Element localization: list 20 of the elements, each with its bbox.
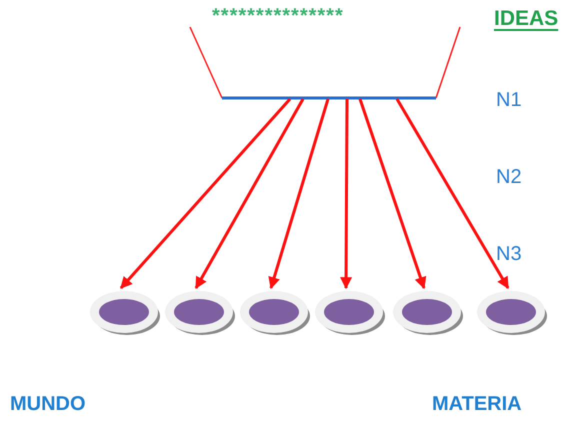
disc-icon <box>392 290 464 336</box>
level-label: N2 <box>496 167 522 187</box>
level-label: N1 <box>496 90 522 110</box>
disc-icon <box>89 290 161 336</box>
arrow <box>396 98 510 290</box>
world-label: MUNDO <box>10 394 86 414</box>
arrow <box>120 98 292 289</box>
level-title: IDEAS <box>494 8 558 29</box>
level-label: N3 <box>496 244 522 264</box>
matter-label: MATERIA <box>432 394 522 414</box>
arrow <box>358 98 426 290</box>
disc-icon <box>476 290 548 336</box>
disc-icon <box>164 290 236 336</box>
arrow <box>340 99 352 290</box>
arrow <box>268 98 330 290</box>
arrow <box>194 98 304 290</box>
disc-icon <box>239 290 311 336</box>
asterisk-row: *************** <box>212 6 344 26</box>
disc-icon <box>314 290 386 336</box>
trapezoid-outline <box>188 25 462 101</box>
